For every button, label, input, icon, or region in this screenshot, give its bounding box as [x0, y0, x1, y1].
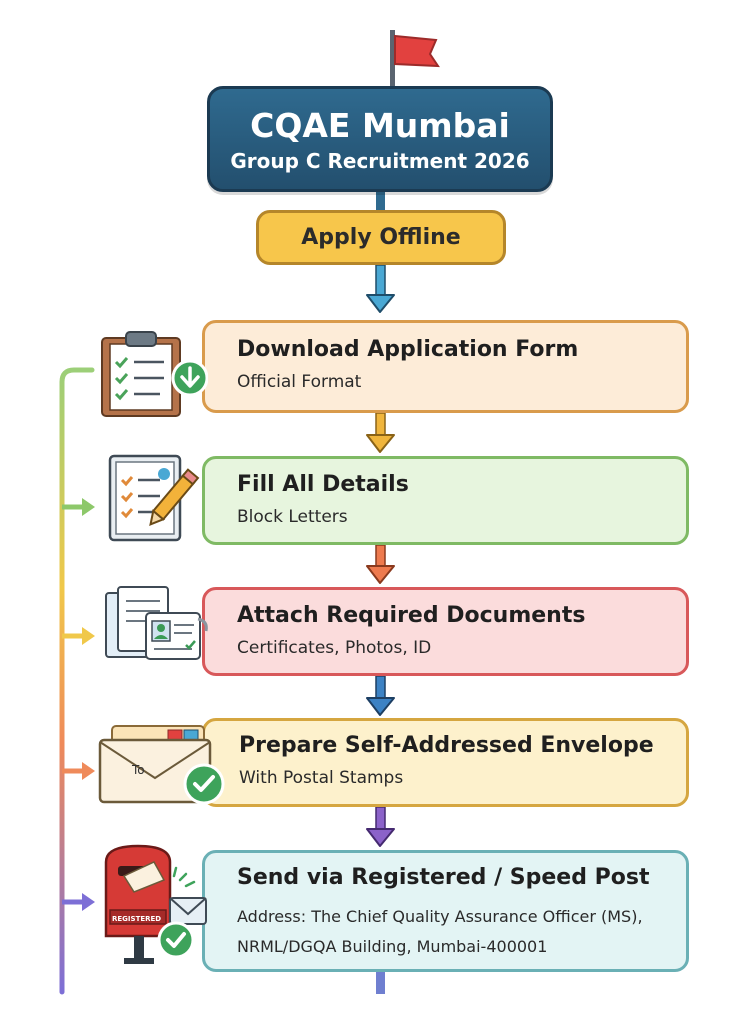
header-subtitle: Group C Recruitment 2026: [230, 149, 530, 173]
step-subtitle: With Postal Stamps: [239, 768, 404, 788]
step-title: Send via Registered / Speed Post: [237, 865, 650, 890]
documents-id-icon: [105, 586, 208, 660]
header-title: CQAE Mumbai: [250, 106, 510, 145]
arrow-to-step3: [366, 544, 395, 584]
step-attach-documents: Attach Required Documents Certificates, …: [202, 587, 689, 676]
step-send-post: Send via Registered / Speed Post Address…: [202, 850, 689, 972]
clipboard-download-icon: [101, 331, 208, 417]
step-download-form: Download Application Form Official Forma…: [202, 320, 689, 413]
header-box: CQAE Mumbai Group C Recruitment 2026: [207, 86, 553, 192]
step-address: Address: The Chief Quality Assurance Off…: [237, 902, 686, 962]
postbox-icon: REGISTERED: [104, 844, 207, 964]
step-title: Download Application Form: [237, 337, 579, 362]
step-prepare-envelope: Prepare Self-Addressed Envelope With Pos…: [202, 718, 689, 807]
arrow-to-step4: [366, 675, 395, 716]
address-line-1: Address: The Chief Quality Assurance Off…: [237, 907, 643, 926]
step-subtitle: Official Format: [237, 372, 362, 392]
step-title: Attach Required Documents: [237, 603, 586, 628]
step-title: Fill All Details: [237, 472, 409, 497]
envelope-check-icon: To: [98, 725, 225, 805]
address-line-2: NRML/DGQA Building, Mumbai-400001: [237, 937, 548, 956]
arrow-to-step5: [366, 806, 395, 847]
flag-icon: [390, 30, 440, 88]
apply-offline-label: Apply Offline: [301, 225, 461, 250]
form-pencil-icon: [108, 454, 200, 542]
step-fill-details: Fill All Details Block Letters: [202, 456, 689, 545]
arrow-to-step1: [366, 264, 395, 313]
apply-offline-pill: Apply Offline: [256, 210, 506, 265]
step-subtitle: Block Letters: [237, 507, 348, 527]
step-title: Prepare Self-Addressed Envelope: [239, 733, 654, 758]
arrow-to-step2: [366, 412, 395, 453]
side-flow-line: [59, 367, 95, 995]
postbox-label: REGISTERED: [112, 915, 161, 923]
step-subtitle: Certificates, Photos, ID: [237, 638, 432, 658]
envelope-to-label: To: [131, 763, 145, 777]
